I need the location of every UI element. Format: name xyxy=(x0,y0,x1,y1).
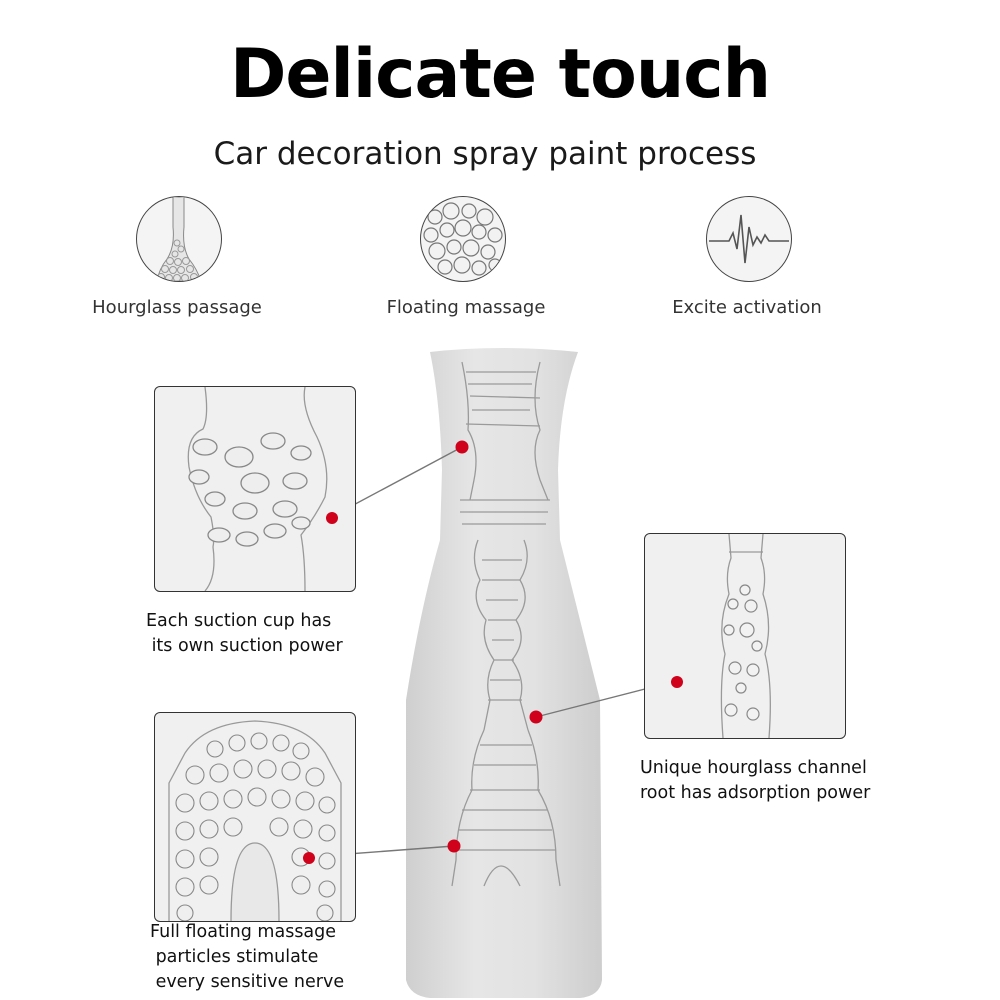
feature-label-excite: Excite activation xyxy=(672,297,822,318)
caption-floating-massage: Full floating massage particles stimulat… xyxy=(150,922,345,992)
page-subtitle: Car decoration spray paint process xyxy=(213,136,757,172)
hourglass-channel-detail xyxy=(644,533,846,739)
caption-hourglass-channel: Unique hourglass channel root has adsorp… xyxy=(640,758,871,803)
floating-massage-icon xyxy=(420,196,506,282)
feature-label-floating: Floating massage xyxy=(386,297,546,318)
suction-cup-detail xyxy=(154,386,356,592)
feature-label-hourglass: Hourglass passage xyxy=(92,297,262,318)
page-title: Delicate touch xyxy=(229,35,771,114)
caption-suction-cup: Each suction cup has its own suction pow… xyxy=(146,611,343,656)
floating-particles-detail xyxy=(154,712,356,922)
hourglass-passage-icon xyxy=(136,196,222,282)
heartbeat-pulse-icon xyxy=(706,196,792,282)
